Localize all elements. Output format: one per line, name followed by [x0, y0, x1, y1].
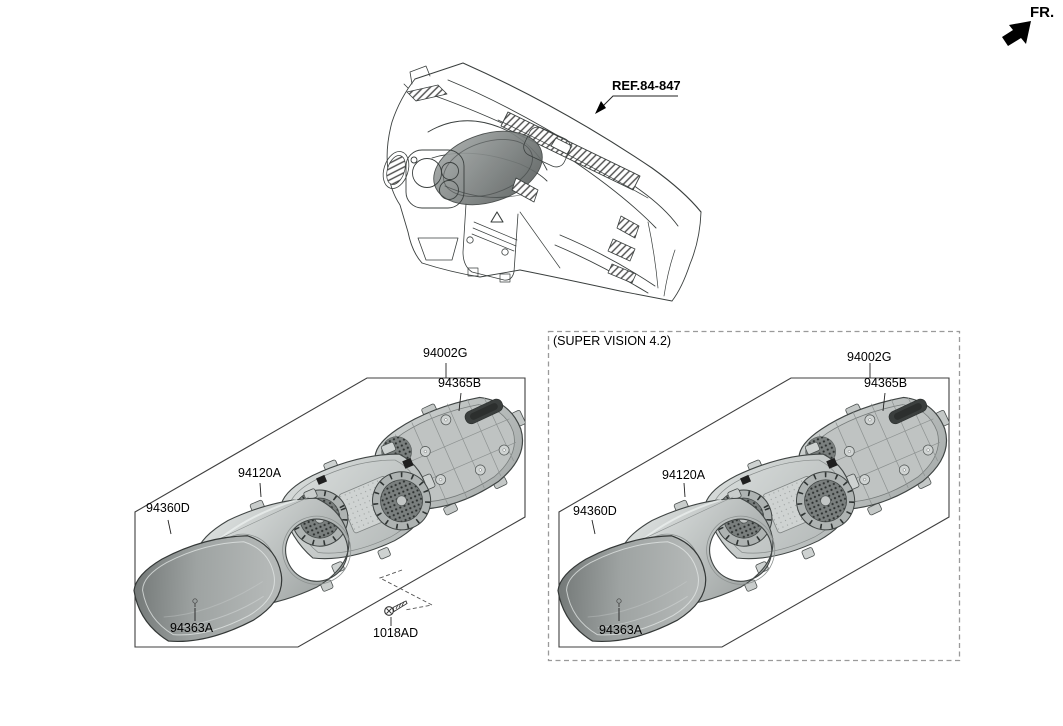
part-label-lens-screw-standard: 94363A — [170, 621, 214, 635]
fr-direction-label: FR. — [1030, 4, 1055, 21]
part-label-assembly-super-vision: 94002G — [847, 350, 892, 364]
part-label-lens-screw-super-vision: 94363A — [599, 623, 643, 637]
part-label-housing-super-vision: 94120A — [662, 468, 706, 482]
super-vision-dashed-border — [547, 330, 961, 662]
ref-leader-arrow — [595, 95, 678, 114]
part-label-lens-standard: 94360D — [146, 501, 190, 515]
part-label-housing-standard: 94120A — [238, 466, 282, 480]
part-label-lens-super-vision: 94360D — [573, 504, 617, 518]
part-label-rear-cover-super-vision: 94365B — [864, 376, 908, 390]
part-label-assembly-standard: 94002G — [423, 346, 468, 360]
part-label-mounting-screw: 1018AD — [373, 626, 419, 640]
fr-arrow-icon — [1002, 21, 1031, 46]
super-vision-caption: (SUPER VISION 4.2) — [553, 334, 672, 348]
ref-label: REF.84-847 — [612, 78, 681, 93]
dashboard-illustration — [382, 62, 702, 302]
part-label-rear-cover-standard: 94365B — [438, 376, 482, 390]
mounting-screw-art — [378, 569, 434, 626]
